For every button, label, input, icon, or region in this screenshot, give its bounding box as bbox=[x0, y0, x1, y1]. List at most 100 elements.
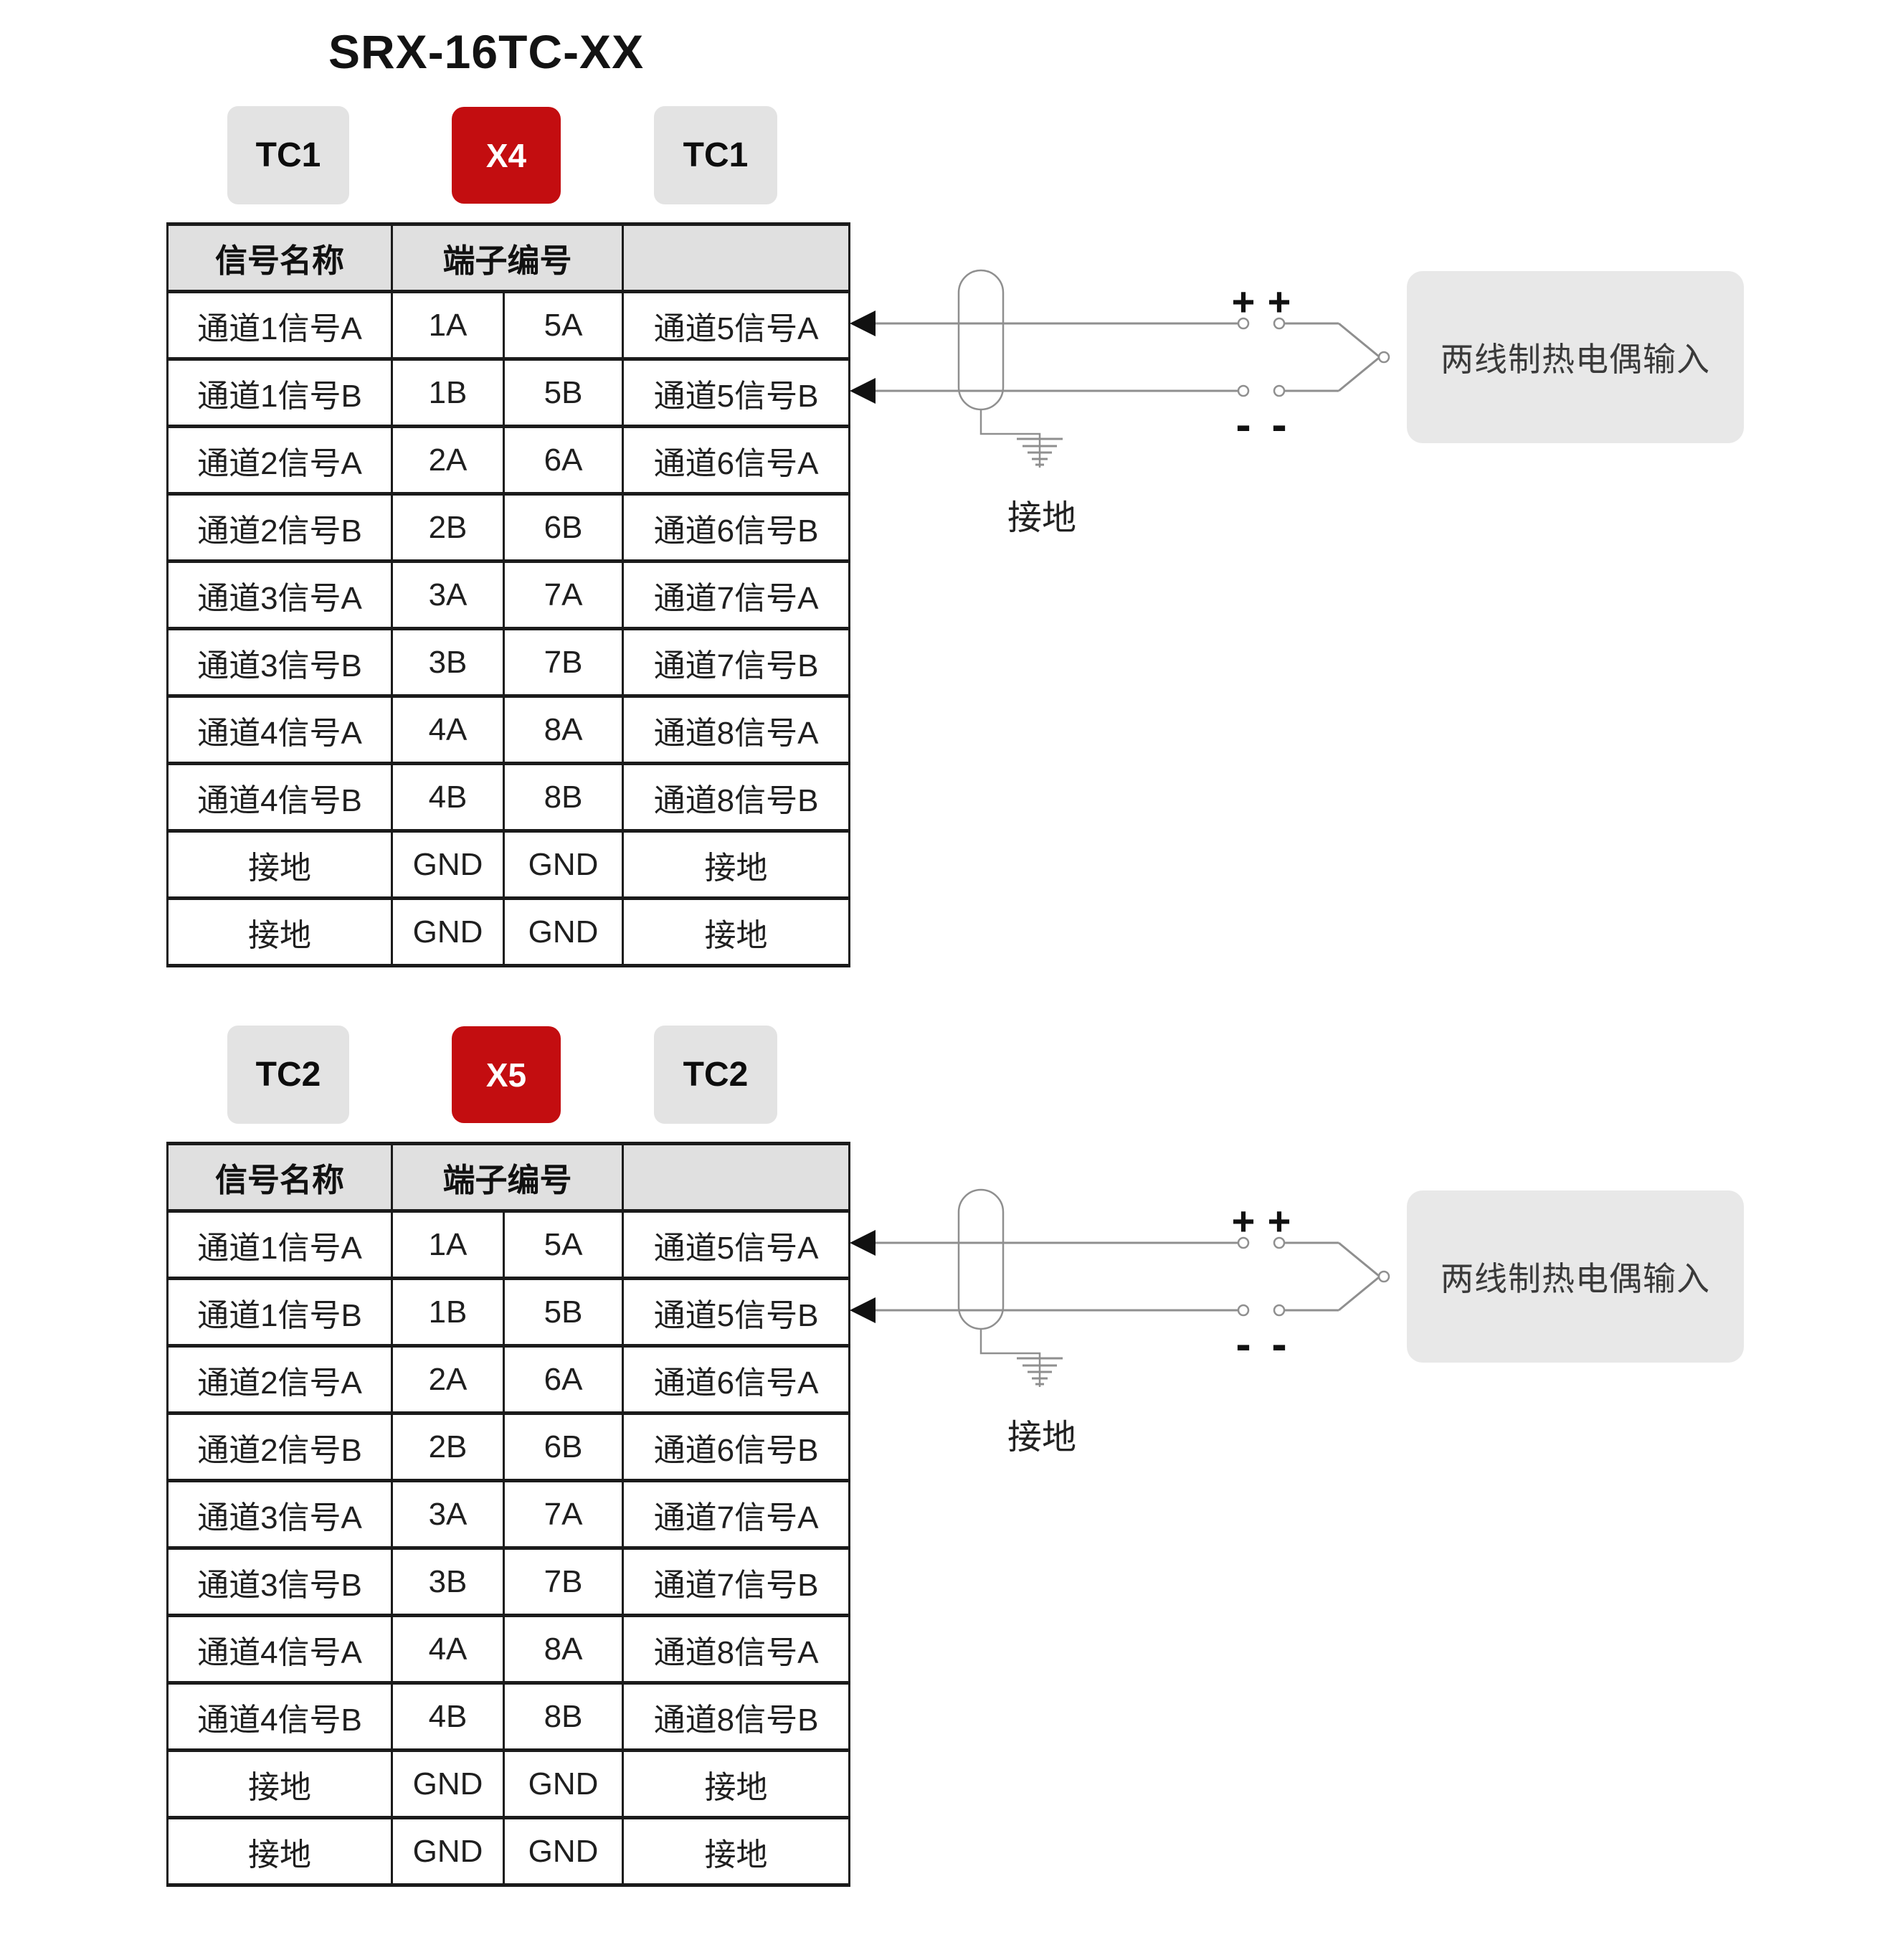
cable-shield-icon bbox=[957, 269, 1005, 411]
signal-right-cell: 接地 bbox=[622, 1816, 851, 1887]
badge-tc-left-label: TC2 bbox=[255, 1056, 321, 1094]
signal-left-cell: 接地 bbox=[166, 1748, 393, 1819]
signal-right-cell: 通道7信号A bbox=[622, 559, 851, 630]
terminal-a-cell: 2B bbox=[391, 1411, 505, 1482]
minus-label: - bbox=[1271, 1318, 1286, 1370]
minus-label: - bbox=[1235, 399, 1251, 450]
ground-wire-line bbox=[979, 1329, 1041, 1387]
terminal-b-cell: 5A bbox=[502, 290, 625, 361]
signal-right-cell: 接地 bbox=[622, 1748, 851, 1819]
terminal-b-cell: GND bbox=[502, 896, 625, 967]
terminal-b-cell: 8B bbox=[502, 1681, 625, 1752]
wire-line bbox=[1338, 356, 1380, 392]
signal-left-cell: 通道1信号A bbox=[166, 290, 393, 361]
ground-symbol-icon bbox=[1017, 437, 1063, 466]
signal-left-cell: 通道1信号B bbox=[166, 1277, 393, 1348]
terminal-circle bbox=[1237, 384, 1250, 397]
signal-right-cell: 通道5信号B bbox=[622, 357, 851, 428]
plus-label: + bbox=[1268, 279, 1291, 324]
terminal-a-cell: 4A bbox=[391, 694, 505, 765]
ground-wire-line bbox=[979, 409, 1041, 468]
signal-right-cell: 通道6信号B bbox=[622, 492, 851, 563]
badge-tc-left: TC1 bbox=[227, 106, 349, 204]
arrow-left-icon bbox=[850, 311, 876, 336]
cable-shield-icon bbox=[957, 1188, 1005, 1330]
signal-left-cell: 通道1信号B bbox=[166, 357, 393, 428]
terminal-b-cell: GND bbox=[502, 1748, 625, 1819]
terminal-b-cell: 6B bbox=[502, 492, 625, 563]
signal-left-cell: 通道4信号A bbox=[166, 694, 393, 765]
signal-right-cell: 通道8信号B bbox=[622, 1681, 851, 1752]
terminal-circle bbox=[1273, 384, 1286, 397]
input-type-label: 两线制热电偶输入 bbox=[1441, 1260, 1710, 1297]
signal-right-cell: 接地 bbox=[622, 896, 851, 967]
minus-label: - bbox=[1235, 1318, 1251, 1370]
signal-left-cell: 通道3信号A bbox=[166, 559, 393, 630]
signal-right-cell: 接地 bbox=[622, 829, 851, 900]
terminal-a-cell: GND bbox=[391, 1816, 505, 1887]
terminal-circle bbox=[1273, 1304, 1286, 1317]
signal-left-cell: 通道2信号B bbox=[166, 492, 393, 563]
thermocouple-wiring-svg: + + - - bbox=[850, 1188, 1390, 1387]
signal-left-cell: 接地 bbox=[166, 1816, 393, 1887]
signal-left-cell: 接地 bbox=[166, 896, 393, 967]
signal-left-cell: 通道4信号B bbox=[166, 1681, 393, 1752]
terminal-b-cell: 8A bbox=[502, 1614, 625, 1685]
badge-connector: X5 bbox=[452, 1026, 561, 1123]
terminal-a-cell: 2A bbox=[391, 425, 505, 496]
minus-label: - bbox=[1271, 399, 1286, 450]
signal-left-cell: 接地 bbox=[166, 829, 393, 900]
signal-right-cell: 通道6信号A bbox=[622, 1344, 851, 1415]
badge-tc-right: TC2 bbox=[654, 1026, 777, 1124]
terminal-b-cell: 8B bbox=[502, 762, 625, 833]
terminal-a-cell: GND bbox=[391, 1748, 505, 1819]
ground-label: 接地 bbox=[1007, 499, 1076, 537]
signal-left-cell: 通道3信号A bbox=[166, 1479, 393, 1550]
signal-right-cell: 通道5信号A bbox=[622, 290, 851, 361]
signal-right-cell: 通道6信号B bbox=[622, 1411, 851, 1482]
plus-label: + bbox=[1268, 1198, 1291, 1244]
terminal-a-cell: 4A bbox=[391, 1614, 505, 1685]
arrow-left-icon bbox=[850, 378, 876, 404]
input-type-box: 两线制热电偶输入 bbox=[1407, 1190, 1744, 1363]
empty-header bbox=[622, 222, 851, 293]
terminal-circle bbox=[1237, 1236, 1250, 1249]
table-header-row: 信号名称 端子编号 bbox=[166, 222, 851, 293]
ground-label: 接地 bbox=[1007, 1419, 1076, 1457]
badge-connector-label: X4 bbox=[485, 136, 527, 174]
thermocouple-wiring-svg: + + - - bbox=[850, 269, 1390, 468]
ground-symbol-icon bbox=[1017, 1357, 1063, 1386]
junction-circle bbox=[1377, 1270, 1390, 1283]
terminal-a-cell: 3B bbox=[391, 1546, 505, 1617]
signal-right-cell: 通道8信号A bbox=[622, 694, 851, 765]
terminal-circle bbox=[1237, 317, 1250, 330]
signal-name-header: 信号名称 bbox=[166, 222, 393, 293]
wire-line bbox=[1338, 1241, 1380, 1277]
arrow-left-icon bbox=[850, 1230, 876, 1256]
empty-header bbox=[622, 1142, 851, 1213]
signal-left-cell: 通道3信号B bbox=[166, 627, 393, 698]
signal-right-cell: 通道5信号A bbox=[622, 1209, 851, 1280]
badge-tc-right-label: TC2 bbox=[683, 1056, 749, 1094]
terminal-number-header: 端子编号 bbox=[390, 1142, 625, 1213]
terminal-a-cell: 1B bbox=[391, 1277, 505, 1348]
terminal-b-cell: 5B bbox=[502, 357, 625, 428]
terminal-b-cell: 8A bbox=[502, 694, 625, 765]
